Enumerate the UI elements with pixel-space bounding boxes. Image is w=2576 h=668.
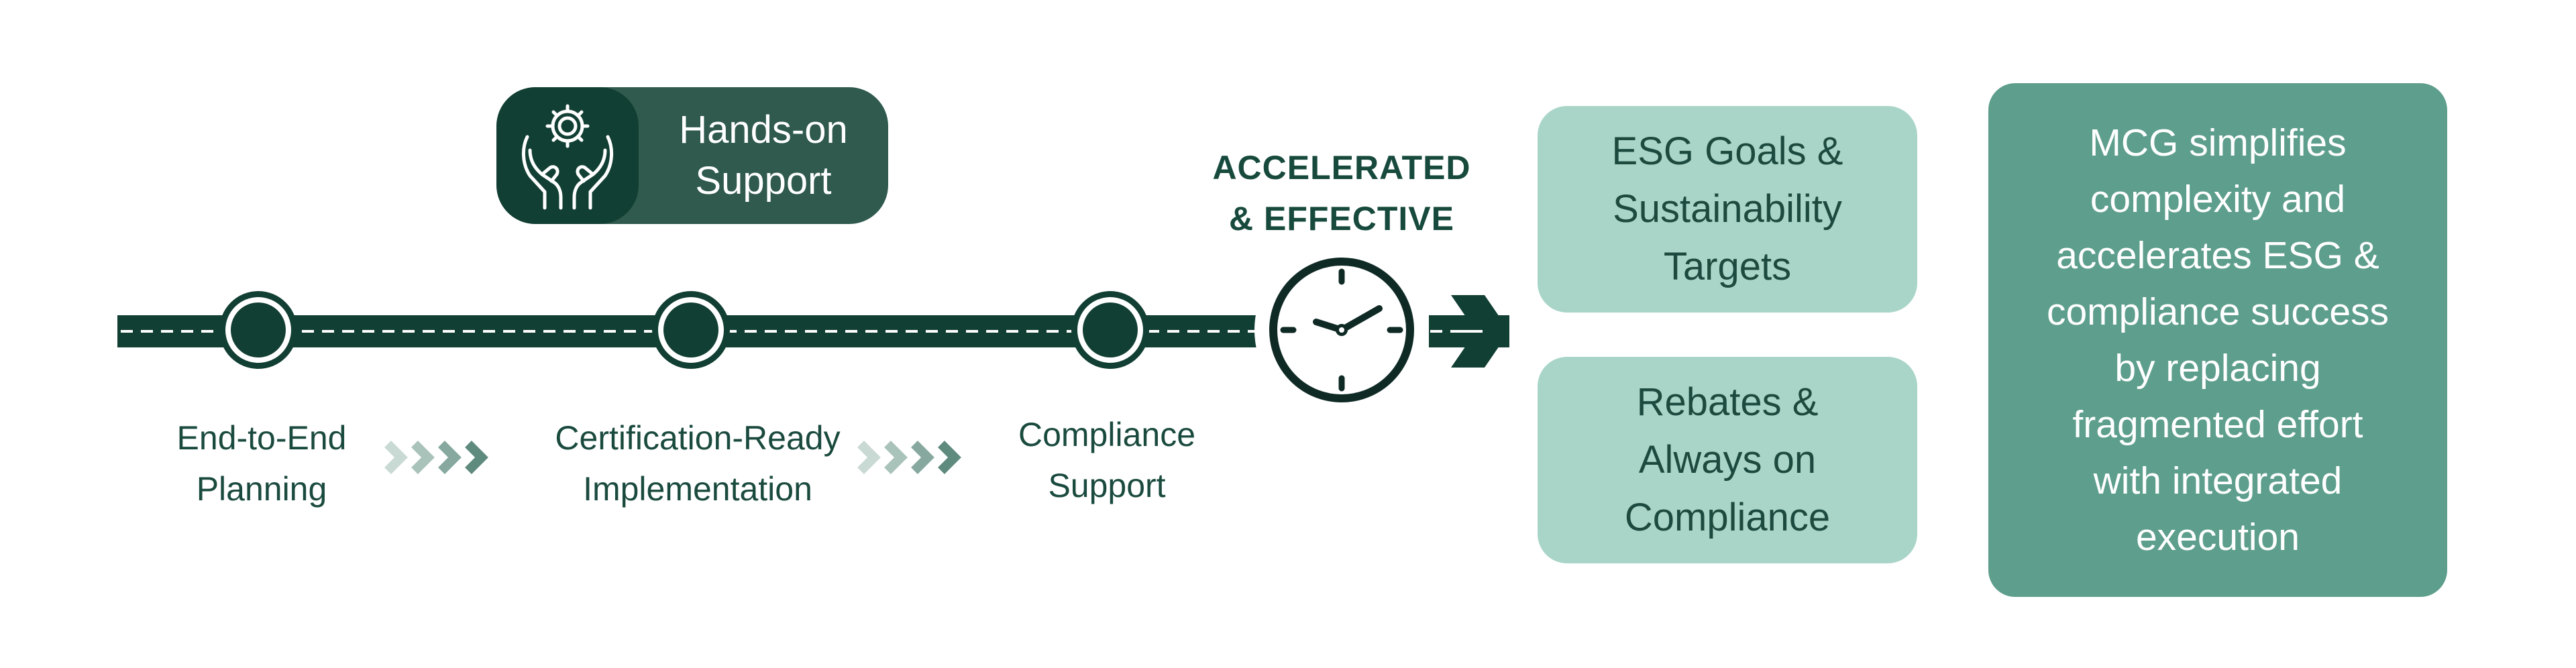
summary-line: by replacing (2114, 347, 2321, 390)
chevrons-1 (384, 441, 488, 474)
summary-line: accelerates ESG & (2056, 234, 2379, 277)
timeline-node-1 (219, 291, 297, 369)
summary-line: complexity and (2090, 178, 2346, 221)
hands-on-support-badge: Hands-on Support (496, 87, 888, 224)
timeline-node-3 (1071, 291, 1149, 369)
summary-line: fragmented effort (2072, 403, 2363, 446)
summary-line: execution (2135, 516, 2300, 559)
outcome-1-line3: Targets (1663, 245, 1792, 288)
summary-line: MCG simplifies (2089, 121, 2347, 164)
accelerated-line2: & EFFECTIVE (1228, 200, 1455, 237)
outcome-2-line1: Rebates & (1636, 380, 1819, 424)
summary-box: MCG simplifies complexity and accelerate… (1988, 83, 2447, 597)
support-label-line1: Hands-on (679, 108, 848, 152)
step-3-line2: Support (1048, 467, 1166, 504)
step-label-compliance-support: Compliance Support (986, 409, 1228, 511)
chevrons-2 (857, 441, 961, 474)
hands-gear-icon-box (496, 87, 639, 224)
support-label-line2: Support (695, 159, 832, 203)
accelerated-effective-label: ACCELERATED & EFFECTIVE (1194, 142, 1489, 244)
step-2-line1: Certification-Ready (555, 419, 841, 457)
outcome-1-line2: Sustainability (1613, 187, 1842, 231)
outcome-1-line1: ESG Goals & (1611, 129, 1843, 173)
step-1-line2: Planning (196, 470, 327, 508)
timeline-node-2 (652, 291, 730, 369)
clock-icon (1254, 243, 1429, 417)
outcome-box-rebates: Rebates & Always on Compliance (1538, 357, 1917, 563)
hands-gear-icon (522, 104, 613, 210)
summary-line: compliance success (2046, 290, 2390, 333)
summary-line: with integrated (2093, 459, 2343, 502)
hands-on-support-label: Hands-on Support (639, 87, 888, 224)
step-3-line1: Compliance (1018, 416, 1195, 453)
outcome-2-line3: Compliance (1624, 496, 1831, 539)
step-label-implementation: Certification-Ready Implementation (510, 412, 885, 514)
step-label-planning: End-to-End Planning (134, 412, 389, 514)
summary-text: MCG simplifies complexity and accelerate… (2047, 115, 2389, 565)
outcome-box-esg-goals: ESG Goals & Sustainability Targets (1538, 106, 1917, 313)
step-2-line2: Implementation (583, 470, 812, 508)
step-1-line1: End-to-End (176, 419, 347, 457)
accelerated-line1: ACCELERATED (1212, 149, 1471, 186)
outcome-2-line2: Always on (1638, 438, 1817, 482)
